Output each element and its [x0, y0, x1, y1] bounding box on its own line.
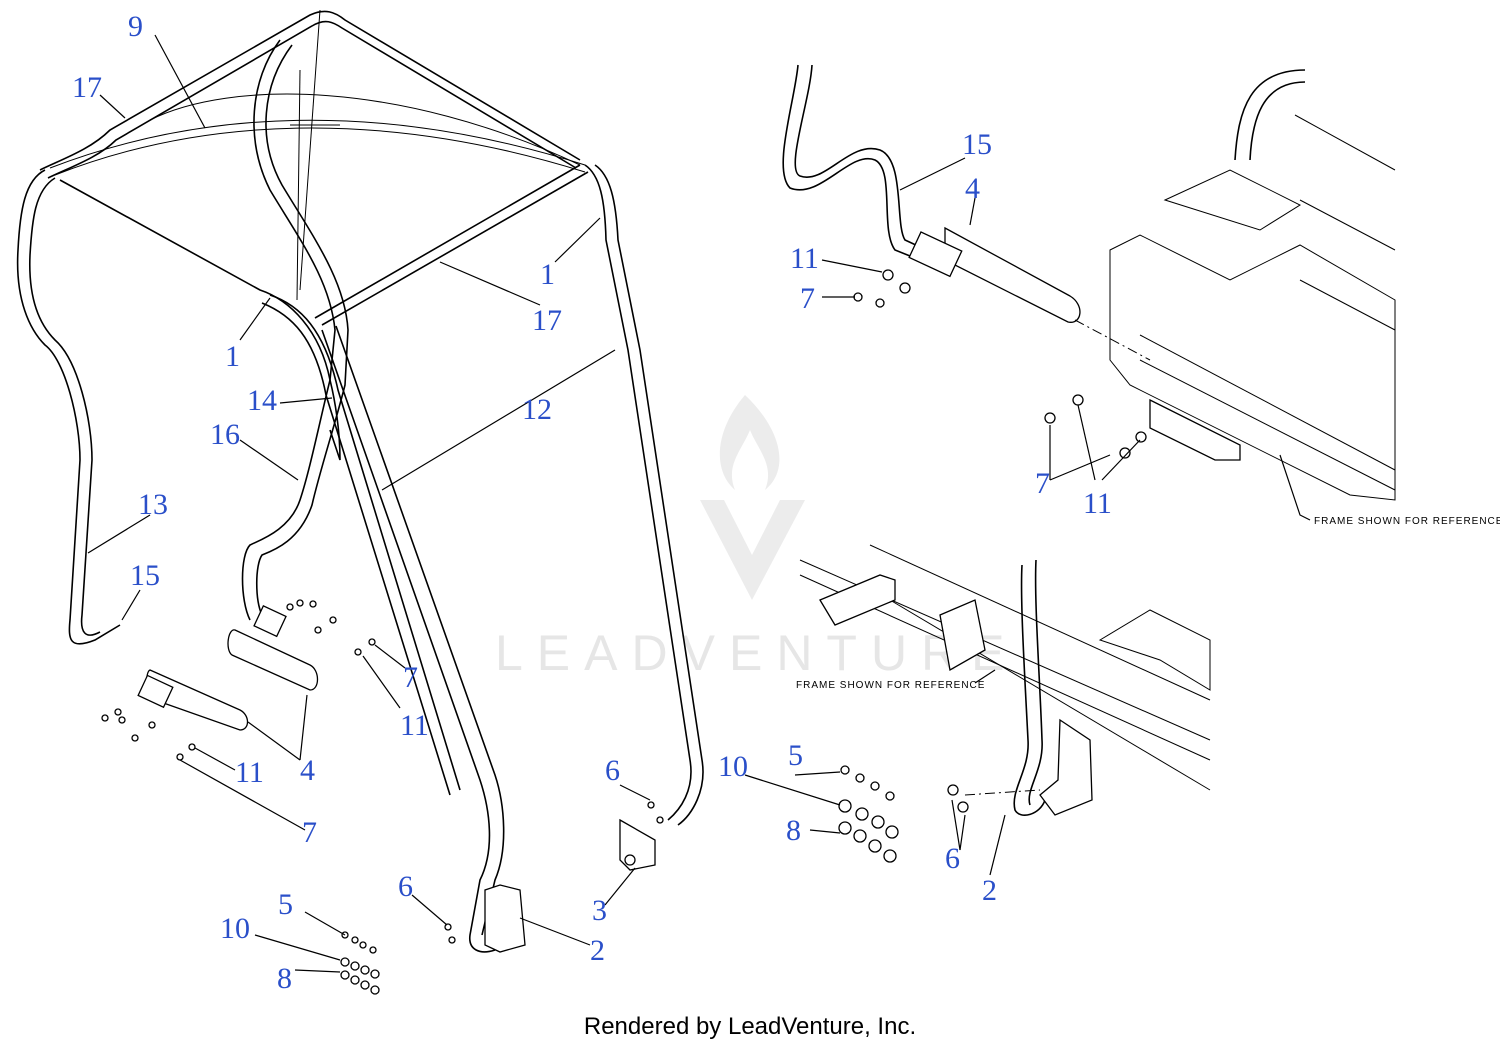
callout-17-right: 17 [532, 304, 562, 337]
callout-3: 3 [592, 894, 607, 927]
callout-16: 16 [210, 418, 240, 451]
footer-credit: Rendered by LeadVenture, Inc. [583, 1013, 917, 1040]
callout-2-detail: 2 [982, 874, 997, 907]
detail-lower-right [799, 544, 1211, 863]
foot-bracket-left [484, 884, 526, 953]
callout-10-left: 10 [220, 912, 250, 945]
detail-upper-right [782, 64, 1396, 501]
callout-1-right: 1 [540, 258, 555, 291]
foot-bracket-detail [1039, 718, 1093, 816]
callout-13: 13 [138, 488, 168, 521]
watermark: LEADVENTURE [495, 395, 1019, 681]
callout-17-top: 17 [72, 71, 102, 104]
callout-6-left: 6 [398, 870, 413, 903]
callout-12: 12 [522, 393, 552, 426]
mount-plate-center [227, 629, 319, 691]
callout-14: 14 [247, 384, 277, 417]
leader-lines-left [87, 34, 651, 973]
hardware-left [101, 599, 664, 995]
callout-7-detail: 7 [800, 282, 815, 315]
callout-11-detail: 11 [790, 242, 819, 275]
callout-4-detail: 4 [965, 172, 980, 205]
callout-7-upper-left: 7 [403, 661, 418, 694]
callout-11-frame: 11 [1083, 487, 1112, 520]
callout-5-right: 5 [788, 739, 803, 772]
watermark-text: LEADVENTURE [495, 625, 1019, 681]
callout-8-right: 8 [786, 814, 801, 847]
callout-6-detail: 6 [945, 842, 960, 875]
callout-15-detail: 15 [962, 128, 992, 161]
callout-15-left: 15 [130, 559, 160, 592]
callout-11-upper-left: 11 [400, 709, 429, 742]
mount-plate-upper-detail [944, 226, 1081, 323]
leader-lines-lower-right [744, 669, 1006, 876]
callout-2-left: 2 [590, 934, 605, 967]
frame-reference-label-lower: FRAME SHOWN FOR REFERENCE [796, 680, 985, 691]
roll-cage [16, 9, 704, 995]
callout-4-left: 4 [300, 754, 315, 787]
v-logo-icon [700, 500, 805, 600]
callout-7-frame: 7 [1035, 467, 1050, 500]
callout-1-left: 1 [225, 340, 240, 373]
callout-8-left: 8 [277, 962, 292, 995]
callout-6-right: 6 [605, 754, 620, 787]
leader-lines-upper-right [821, 157, 1311, 521]
callout-9: 9 [128, 10, 143, 43]
callout-11-lower-left: 11 [235, 756, 264, 789]
callout-10-right: 10 [718, 750, 748, 783]
callout-7-lower-left: 7 [302, 816, 317, 849]
callout-5-left: 5 [278, 888, 293, 921]
flame-logo-icon [719, 395, 780, 490]
callout-numbers: 9 17 1 17 1 14 16 12 13 15 7 11 4 11 7 5… [72, 10, 1112, 995]
frame-reference-label-upper: FRAME SHOWN FOR REFERENCE [1314, 516, 1500, 527]
